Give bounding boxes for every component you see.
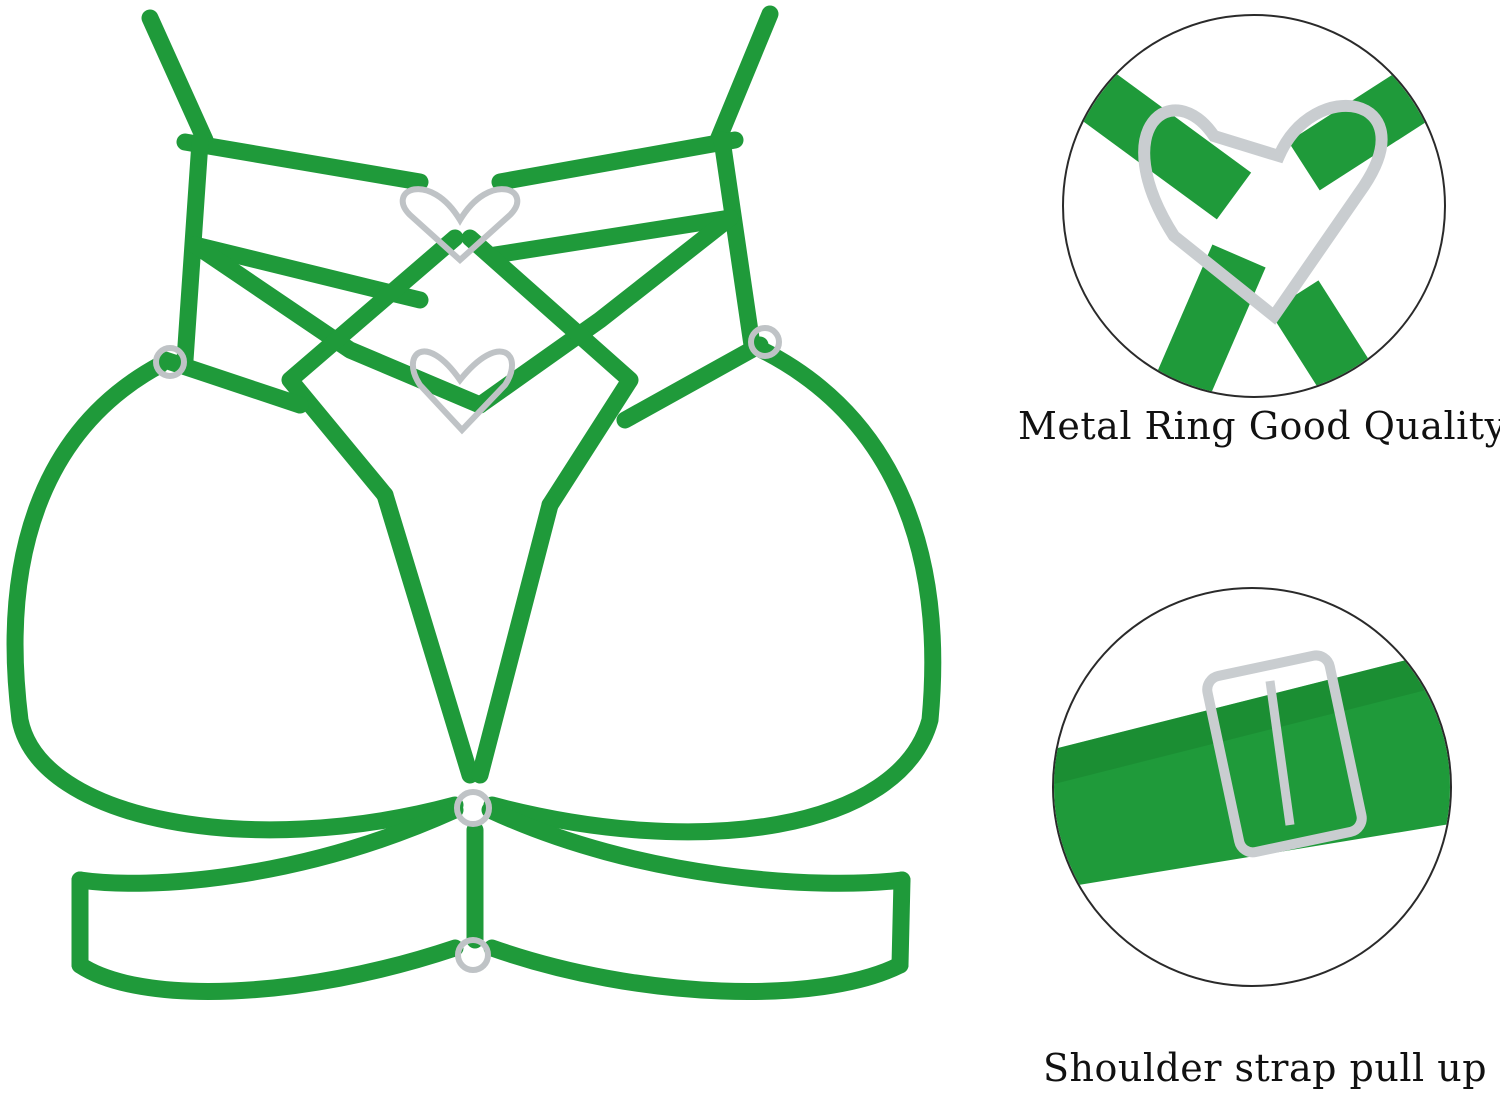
heart-ring-top-icon: [399, 186, 521, 265]
right-shoulder-strap: [709, 5, 779, 149]
o-ring-right-icon: [748, 325, 782, 359]
o-ring-bottom-icon: [455, 937, 491, 973]
o-ring-left-icon: [153, 345, 187, 379]
harness-product-image: [6, 5, 942, 1000]
caption-shoulder-strap: Shoulder strap pull up: [1042, 1046, 1488, 1090]
harness-straps: [6, 5, 942, 1000]
o-ring-center-icon: [454, 789, 492, 827]
left-shoulder-strap: [141, 9, 214, 149]
heart-ring-closeup: [1062, 14, 1446, 398]
metal-rings: [153, 186, 782, 973]
heart-ring-closeup-icon: [1066, 51, 1444, 396]
slider-buckle-closeup-icon: [1054, 649, 1450, 889]
heart-ring-middle-icon: [409, 348, 516, 435]
buckle-closeup: [1052, 587, 1452, 987]
caption-metal-ring: Metal Ring Good Quality: [1018, 404, 1500, 448]
harness-illustration: [6, 5, 942, 1000]
